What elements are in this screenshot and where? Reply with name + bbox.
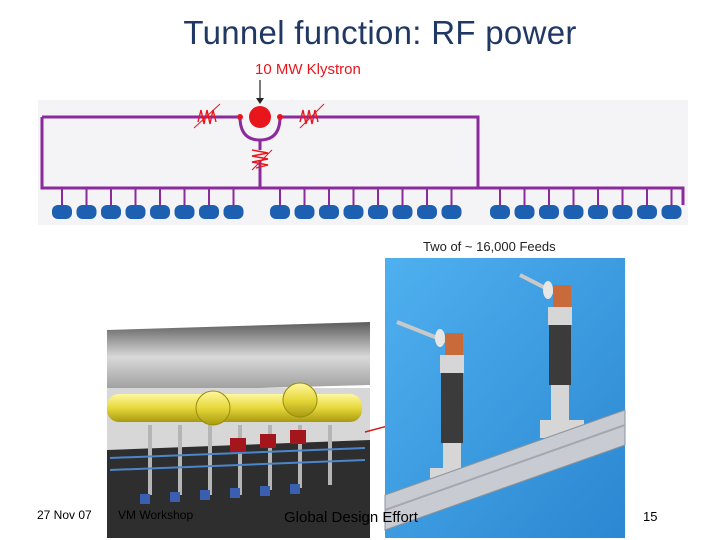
rounded-cavity-icon	[539, 205, 559, 219]
klystron-icon	[249, 106, 271, 128]
rounded-cavity-icon	[319, 205, 339, 219]
rounded-cavity-icon	[441, 205, 462, 219]
rounded-cavity-icon	[417, 205, 437, 219]
slide-title: Tunnel function: RF power	[183, 14, 577, 51]
feeds-photo	[384, 258, 626, 538]
rounded-cavity-icon	[588, 205, 608, 219]
rounded-cavity-icon	[52, 205, 72, 219]
cryomodule-photo	[107, 322, 419, 538]
distribution-waveguide	[40, 115, 685, 205]
rounded-cavity-icon	[174, 205, 195, 219]
rounded-cavity-icon	[368, 205, 388, 219]
rounded-cavity-icon	[223, 205, 244, 219]
rounded-cavity-icon	[514, 205, 535, 219]
rounded-cavity-icon	[76, 205, 97, 219]
footer-workshop: VM Workshop	[118, 508, 194, 522]
load-arrows	[193, 103, 325, 171]
rounded-cavity-icon	[125, 205, 146, 219]
rounded-cavity-icon	[612, 205, 633, 219]
footer-center-text: Global Design Effort	[284, 509, 418, 526]
page-number: 15	[643, 509, 658, 524]
rounded-cavity-icon	[343, 205, 364, 219]
rounded-cavity-icon	[392, 205, 413, 219]
rounded-cavity-icon	[270, 205, 290, 219]
rounded-cavity-icon	[101, 205, 121, 219]
rounded-cavity-icon	[150, 205, 170, 219]
footer-date: 27 Nov 07	[37, 508, 92, 522]
diagram-background	[38, 100, 688, 225]
feeds-label: Two of ~ 16,000 Feeds	[423, 239, 556, 254]
rounded-cavity-icon	[199, 205, 219, 219]
rounded-cavity-icon	[637, 205, 657, 219]
arrow-down-icon	[256, 80, 264, 104]
rounded-cavity-icon	[490, 205, 510, 219]
rounded-cavity-icon	[294, 205, 315, 219]
cavity-row	[52, 188, 682, 219]
rounded-cavity-icon	[563, 205, 584, 219]
klystron-label: 10 MW Klystron	[255, 61, 361, 78]
rounded-cavity-icon	[661, 205, 682, 219]
